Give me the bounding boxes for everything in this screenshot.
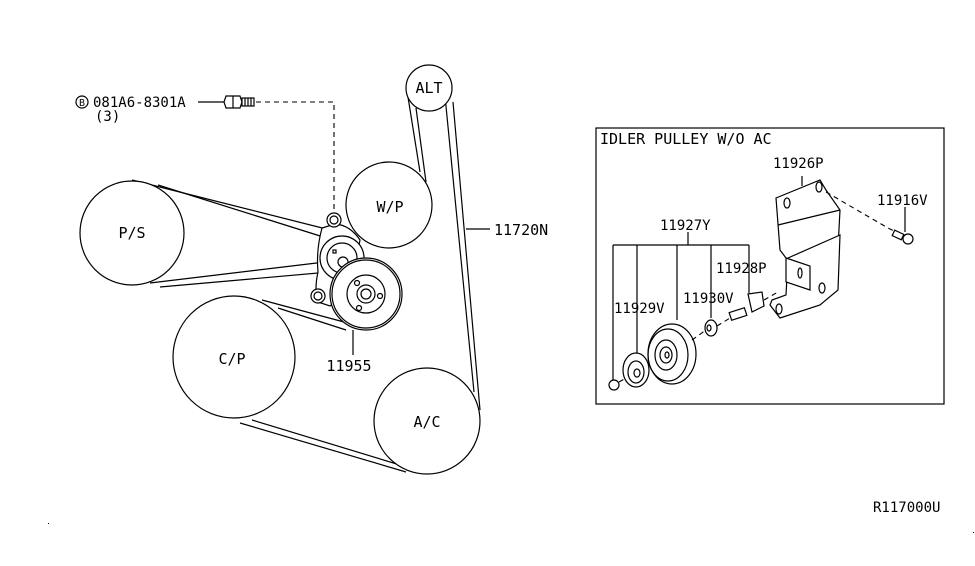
pulley-wp-label: W/P — [376, 198, 403, 216]
tensioner-part-number: 11955 — [326, 357, 371, 375]
pulley-cp[interactable]: C/P — [172, 295, 296, 419]
pulley-cover[interactable] — [622, 352, 650, 388]
stud-part-number: 11928P — [716, 261, 767, 277]
bracket-bolt[interactable]: 11916V — [825, 191, 928, 245]
stud[interactable]: 11928P — [716, 261, 779, 322]
stray-dot-right — [973, 532, 974, 533]
bracket-part-number: 11926P — [773, 156, 824, 172]
pulley-alt[interactable]: ALT — [405, 64, 453, 112]
bolt-callout[interactable]: B 081A6-8301A (3) — [75, 95, 335, 213]
stray-dot — [48, 523, 49, 524]
assembly-callout: 11927Y — [612, 218, 750, 380]
bolt-symbol: B — [79, 98, 85, 109]
pulley-wp[interactable]: W/P — [345, 161, 433, 249]
nut-part-number: 11929V — [614, 301, 665, 317]
idler-pulley[interactable] — [647, 323, 707, 385]
pulley-alt-label: ALT — [415, 79, 442, 97]
washer-part-number: 11930V — [683, 291, 734, 307]
bolt-part-number: 081A6-8301A — [93, 95, 186, 111]
pulley-ps-label: P/S — [118, 224, 145, 242]
pulley-cp-label: C/P — [218, 350, 245, 368]
belt-callout: 11720N — [466, 221, 548, 239]
nut[interactable]: 11929V — [608, 301, 665, 391]
pulley-ac[interactable]: A/C — [373, 367, 481, 475]
washer[interactable]: 11930V — [683, 291, 734, 337]
assembly-part-number: 11927Y — [660, 218, 711, 234]
tensioner-pulley[interactable]: 11955 — [326, 257, 403, 375]
pulley-ac-label: A/C — [413, 413, 440, 431]
inset-idler-pulley: IDLER PULLEY W/O AC 11926P 11916V — [595, 127, 945, 405]
belt-part-number: 11720N — [494, 221, 548, 239]
idler-bracket[interactable]: 11926P — [769, 156, 841, 319]
pulley-ps[interactable]: P/S — [79, 180, 185, 286]
bolt-11916v-part-number: 11916V — [877, 193, 928, 209]
drive-belt — [131, 95, 481, 473]
diagram-code: R117000U — [873, 500, 940, 516]
tensioner-assembly[interactable] — [310, 212, 365, 307]
inset-title: IDLER PULLEY W/O AC — [600, 130, 772, 148]
bolt-icon — [223, 95, 255, 109]
bolt-quantity: (3) — [95, 109, 120, 125]
